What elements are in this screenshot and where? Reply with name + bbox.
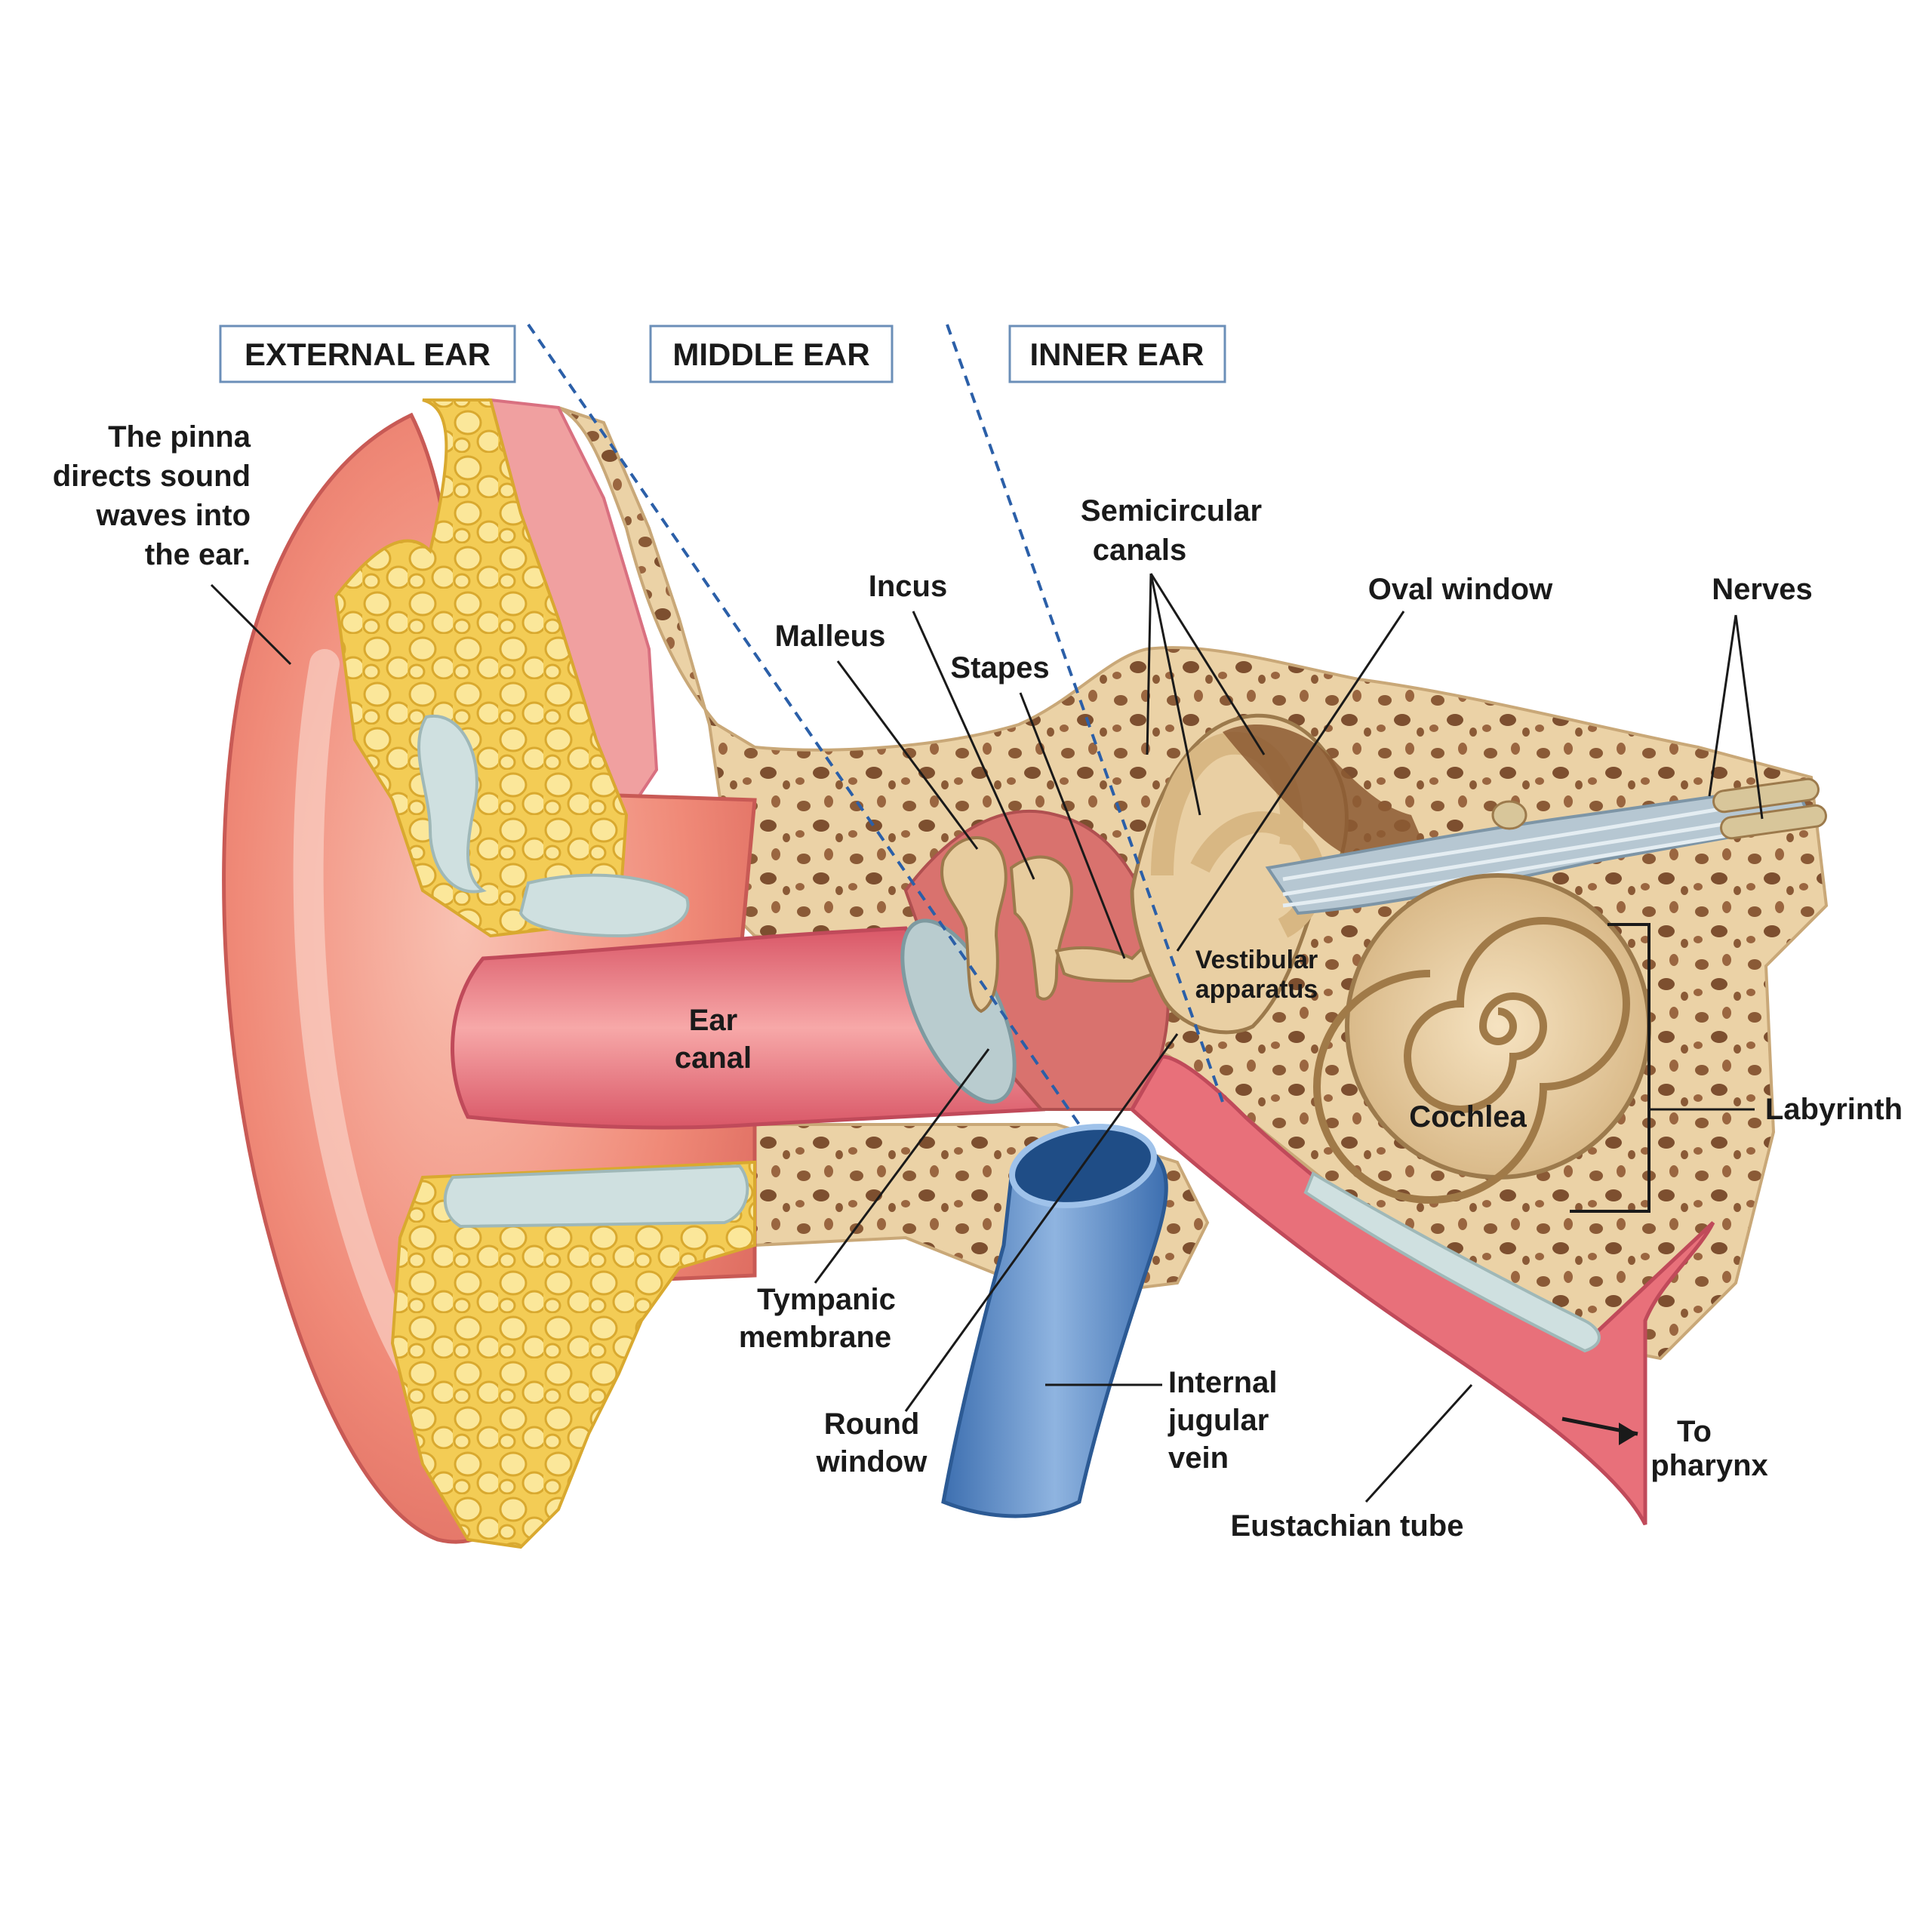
tympanic-leader	[814, 1048, 990, 1284]
cochlea-label: Cochlea	[1409, 1100, 1527, 1134]
round-window-label-1: Round	[824, 1407, 920, 1441]
stapes-leader	[1019, 692, 1126, 959]
cartilage-upper-2	[518, 873, 690, 938]
ear-canal-shape	[451, 926, 1046, 1130]
oval-window-leader	[1176, 611, 1405, 952]
fat-tissue-upper	[334, 398, 629, 938]
vestibular-label-2: apparatus	[1195, 975, 1318, 1004]
section-external-label: EXTERNAL EAR	[245, 337, 491, 372]
jugular-label-3: vein	[1168, 1441, 1229, 1475]
jugular-label-2: jugular	[1168, 1404, 1269, 1437]
pharynx-arrowhead	[1619, 1423, 1638, 1445]
tympanic-label-2: membrane	[739, 1321, 891, 1354]
nerve-ends	[1491, 777, 1827, 840]
cartilage-upper-1	[417, 714, 487, 894]
pharynx-label-1: To	[1677, 1415, 1712, 1448]
oval-window-label: Oval window	[1368, 573, 1553, 606]
nerves-label: Nerves	[1712, 573, 1812, 606]
labyrinth-bracket	[1570, 923, 1651, 1213]
pinna-leader	[210, 583, 292, 666]
section-inner-label: INNER EAR	[1029, 337, 1204, 372]
section-middle-label: MIDDLE EAR	[672, 337, 869, 372]
stapes-label: Stapes	[950, 651, 1049, 685]
nerves-leaders	[1708, 614, 1764, 820]
labyrinth-label: Labyrinth	[1765, 1093, 1903, 1126]
eustachian-cartilage	[1303, 1171, 1601, 1353]
incus-label: Incus	[869, 570, 947, 603]
malleus-leader	[836, 660, 979, 850]
tympanic-membrane-shape	[900, 918, 1017, 1104]
eustachian-label: Eustachian tube	[1231, 1509, 1464, 1543]
round-window-leader	[904, 1033, 1179, 1412]
pinna-note-line2: directs sound	[53, 460, 251, 493]
section-external-ear: EXTERNAL EAR	[219, 325, 516, 383]
round-window-label-2: window	[816, 1445, 928, 1478]
pinna-inner-fold	[293, 649, 438, 1396]
ear-canal-label-1: Ear	[689, 1004, 738, 1037]
incus-shape	[1009, 855, 1074, 1001]
malleus-shape	[940, 836, 1008, 1014]
vestibular-label-1: Vestibular	[1195, 946, 1318, 974]
semicircular-label-1: Semicircular	[1081, 494, 1262, 528]
dark-cavity	[1223, 724, 1434, 870]
pinna-note-line3: waves into	[95, 499, 251, 532]
eustachian-leader	[1364, 1383, 1473, 1503]
tympanic-label-1: Tympanic	[757, 1283, 896, 1316]
section-inner-ear: INNER EAR	[1008, 325, 1226, 383]
eustachian-tube-shape	[1129, 1054, 1715, 1526]
section-middle-ear: MIDDLE EAR	[649, 325, 894, 383]
pharynx-label-2: pharynx	[1651, 1449, 1768, 1482]
cartilage-lower	[443, 1164, 749, 1229]
pinna-note-line1: The pinna	[108, 420, 251, 454]
jugular-label-1: Internal	[1168, 1366, 1277, 1399]
incus-leader	[912, 611, 1035, 880]
malleus-label: Malleus	[775, 620, 886, 653]
semicircular-label-2: canals	[1093, 534, 1187, 567]
pinna-note-line4: the ear.	[145, 538, 251, 571]
divider-external-middle	[527, 323, 1081, 1126]
divider-middle-inner	[946, 324, 1224, 1103]
ear-canal-label-2: canal	[675, 1041, 752, 1075]
semicircular-leaders	[1146, 573, 1266, 816]
fat-tissue-lower	[390, 1160, 756, 1549]
